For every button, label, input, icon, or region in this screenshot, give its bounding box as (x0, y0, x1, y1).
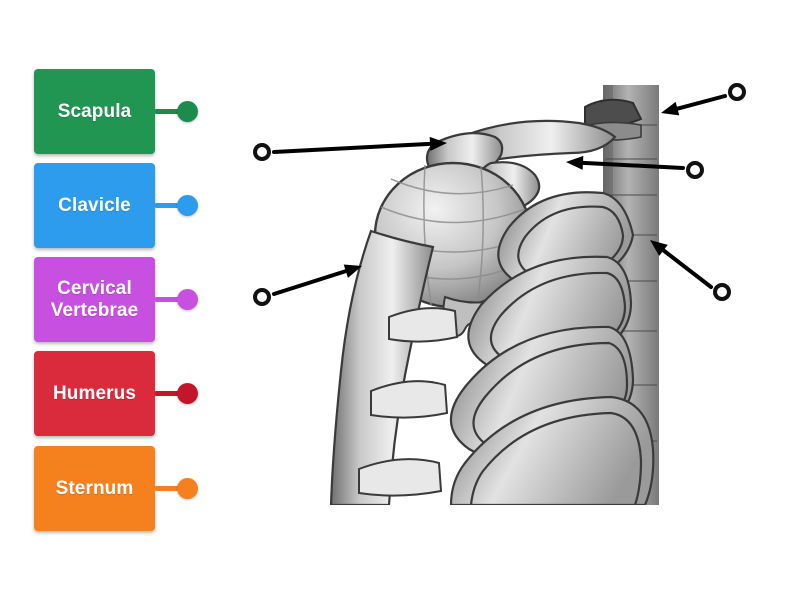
label-text-sternum: Sternum (55, 477, 134, 499)
label-row-humerus: Humerus (34, 351, 198, 436)
label-text-humerus: Humerus (52, 382, 137, 404)
label-box-sternum[interactable]: Sternum (34, 446, 155, 531)
label-box-humerus[interactable]: Humerus (34, 351, 155, 436)
label-box-clavicle[interactable]: Clavicle (34, 163, 155, 248)
diagram-area (215, 0, 800, 600)
connector-dot-sternum[interactable] (177, 478, 198, 499)
label-text-scapula: Scapula (57, 100, 132, 122)
label-box-scapula[interactable]: Scapula (34, 69, 155, 154)
label-text-clavicle: Clavicle (58, 194, 131, 216)
target-ring-target-2[interactable] (253, 288, 271, 306)
connector-dot-scapula[interactable] (177, 101, 198, 122)
target-ring-target-3[interactable] (728, 83, 746, 101)
label-connector-humerus (155, 351, 219, 436)
shoulder-skeleton-illustration (329, 85, 659, 505)
label-list: Scapula Clavicle Cervical Vertebrae (0, 0, 200, 600)
connector-dot-cervical-vertebrae[interactable] (177, 289, 198, 310)
target-ring-target-4[interactable] (686, 161, 704, 179)
label-row-cervical-vertebrae: Cervical Vertebrae (34, 257, 198, 342)
arrow-shaft (675, 94, 727, 111)
label-text-cervical-vertebrae: Cervical Vertebrae (50, 277, 139, 321)
label-row-sternum: Sternum (34, 446, 198, 531)
label-box-cervical-vertebrae[interactable]: Cervical Vertebrae (34, 257, 155, 342)
label-connector-sternum (155, 446, 219, 531)
label-connector-clavicle (155, 163, 219, 248)
connector-dot-clavicle[interactable] (177, 195, 198, 216)
label-row-clavicle: Clavicle (34, 163, 198, 248)
label-row-scapula: Scapula (34, 69, 198, 154)
label-connector-scapula (155, 69, 219, 154)
connector-dot-humerus[interactable] (177, 383, 198, 404)
label-connector-cervical-vertebrae (155, 257, 219, 342)
target-ring-target-1[interactable] (253, 143, 271, 161)
target-ring-target-5[interactable] (713, 283, 731, 301)
